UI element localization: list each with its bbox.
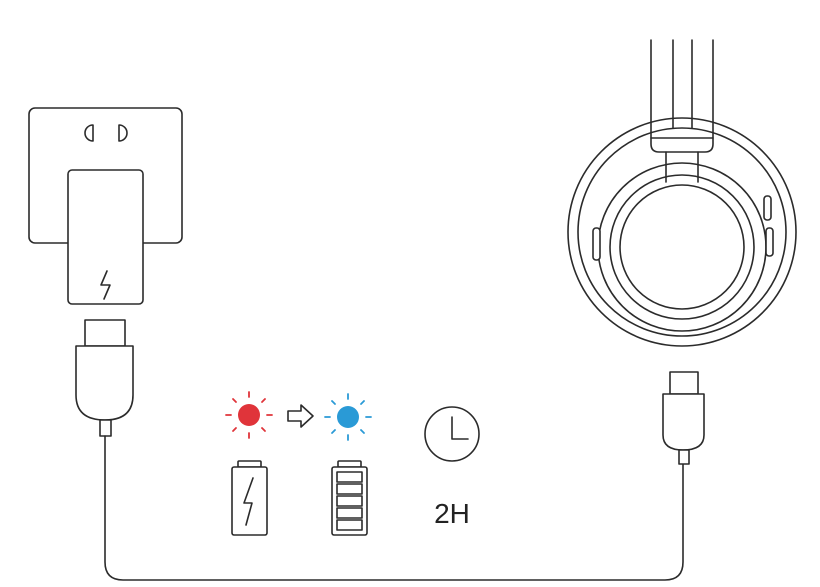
battery-bars — [336, 471, 363, 531]
charge-time-label: 2H — [434, 498, 470, 529]
blue-led — [324, 393, 372, 441]
clock-icon — [424, 406, 480, 462]
battery-bar — [336, 495, 363, 507]
socket-pin-right-icon — [118, 124, 128, 142]
side-button-right-top — [763, 195, 772, 221]
battery-bar — [336, 483, 363, 495]
battery-full-icon — [331, 460, 368, 536]
charging-cable — [104, 435, 684, 581]
usb-c-plug — [662, 371, 705, 465]
socket-pin-left-icon — [84, 124, 94, 142]
headband — [650, 39, 714, 139]
earcup — [597, 162, 767, 332]
battery-charging-icon — [231, 460, 268, 536]
battery-bar — [336, 471, 363, 483]
ear-cushion — [567, 117, 797, 347]
battery-bar — [336, 519, 363, 531]
headphones — [567, 39, 797, 347]
power-adapter — [67, 169, 144, 305]
red-led — [225, 391, 273, 439]
lightning-icon — [100, 270, 111, 300]
side-button-right-bottom — [765, 227, 774, 257]
arrow-right-icon — [287, 404, 314, 428]
usb-a-plug — [75, 319, 134, 437]
battery-bar — [336, 507, 363, 519]
side-button-left — [592, 227, 601, 261]
